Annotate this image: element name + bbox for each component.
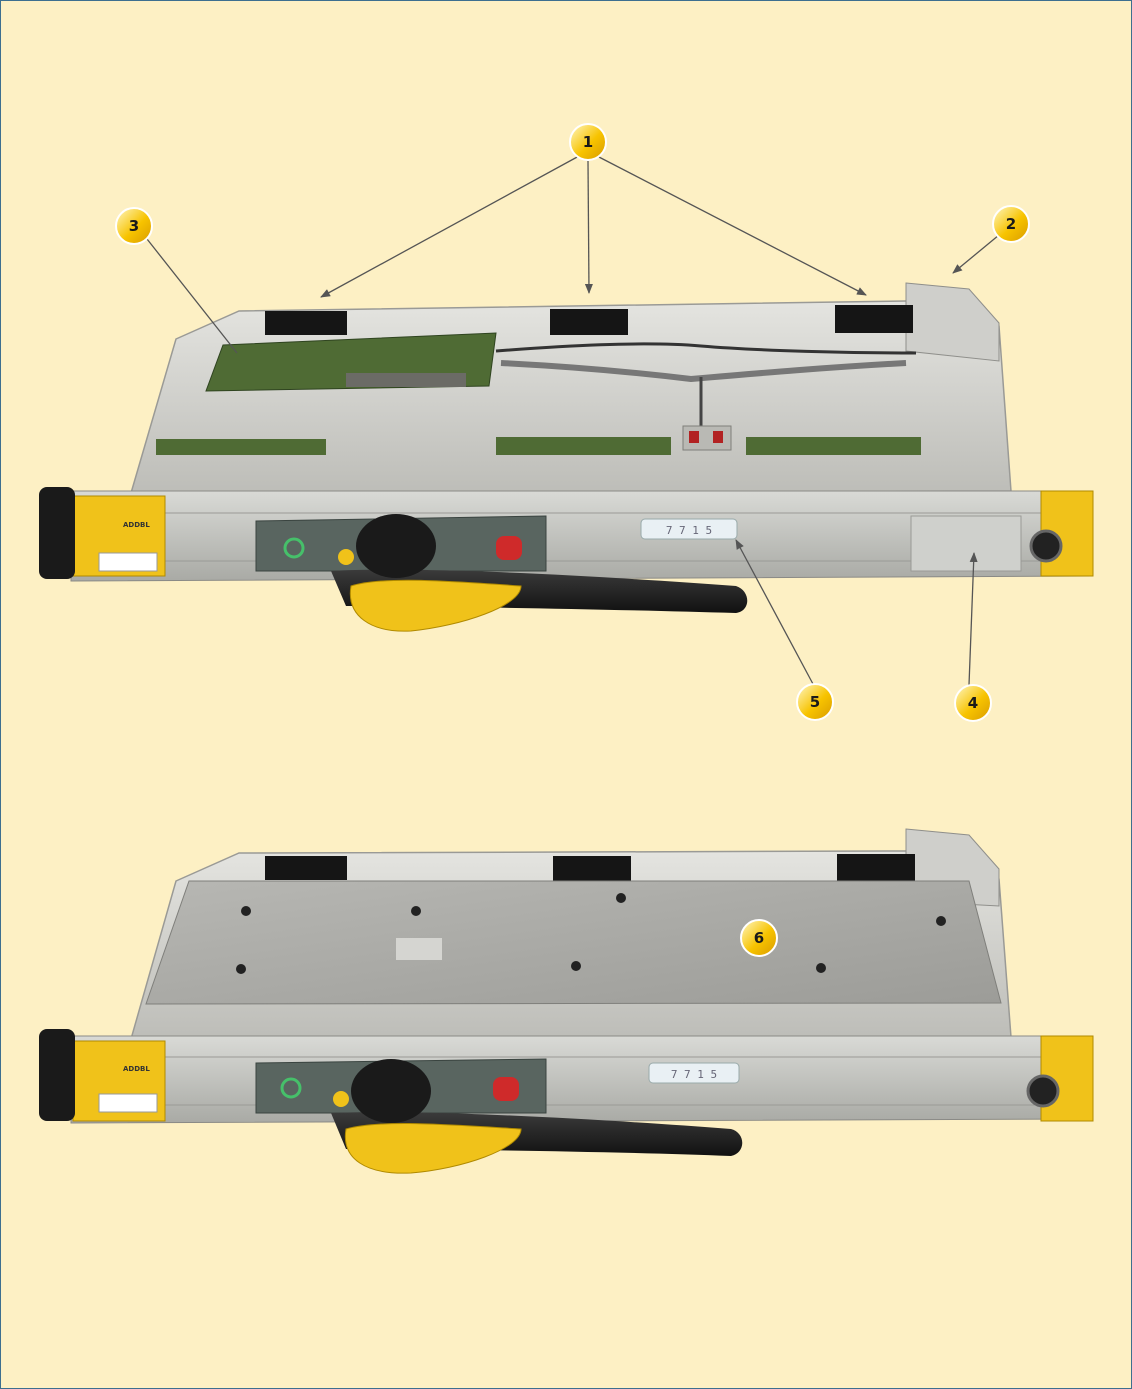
left-handle-grip [39,487,75,579]
top-pad-center [550,309,628,335]
callout-5: 5 [796,683,834,721]
bottom-module: 7 7 1 5 ADDBL [39,828,1094,1174]
green-strip [156,439,326,455]
top-pad-right [835,305,913,333]
svg-text:3: 3 [129,217,139,235]
top-module: 7 7 1 5 ADDBL [39,282,1094,632]
callout-3: 3 [115,207,153,245]
cable [495,342,917,355]
svg-text:5: 5 [810,693,820,711]
counter-display: 7 7 1 5 [666,524,712,537]
label-plate [98,552,158,572]
on-indicator [283,537,305,559]
svg-text:2: 2 [1006,215,1016,233]
callout-1: 1 [569,123,607,161]
endcap-label-bottom: ADDBL [123,1065,150,1073]
off-indicator [496,536,522,560]
callout-6: 6 [740,919,778,957]
svg-text:4: 4 [968,694,978,712]
top-pad-left [265,311,347,335]
rotary-knob [356,514,436,578]
counter-display-bottom: 7 7 1 5 [671,1068,717,1081]
callout-4: 4 [954,684,992,722]
callout-2: 2 [992,205,1030,243]
lock-knob [1029,529,1063,563]
svg-text:1: 1 [583,133,593,151]
endcap-label: ADDBL [123,521,150,529]
svg-text:6: 6 [754,929,764,947]
cover-plate [145,880,1002,1005]
leader-lines [146,155,1000,686]
